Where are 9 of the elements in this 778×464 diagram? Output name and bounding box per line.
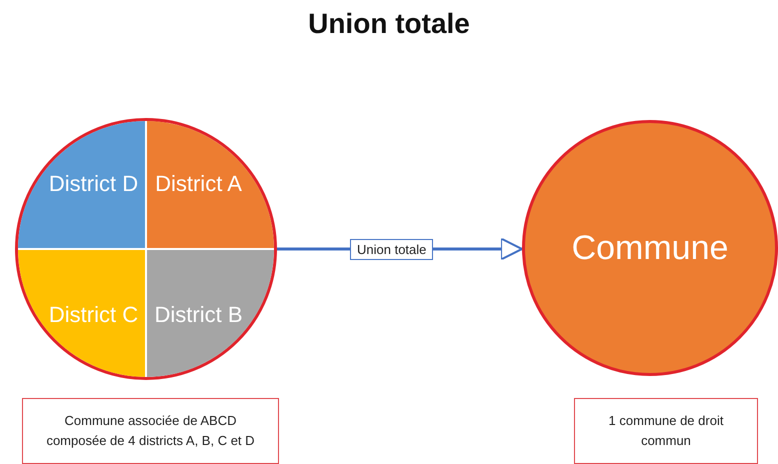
caption-box: Commune associée de ABCD composée de 4 districts A, B, C et D <box>22 398 279 464</box>
commune-circle: Commune <box>522 120 778 376</box>
district-quadrant: District C <box>18 249 146 377</box>
caption-box: 1 commune de droit commun <box>574 398 758 464</box>
district-quadrant: District D <box>18 121 146 249</box>
edge-label: Union totale <box>350 238 434 260</box>
district-quadrant: District B <box>146 249 274 377</box>
title: Union totale <box>307 8 471 40</box>
district-quadrant: District A <box>146 121 274 249</box>
